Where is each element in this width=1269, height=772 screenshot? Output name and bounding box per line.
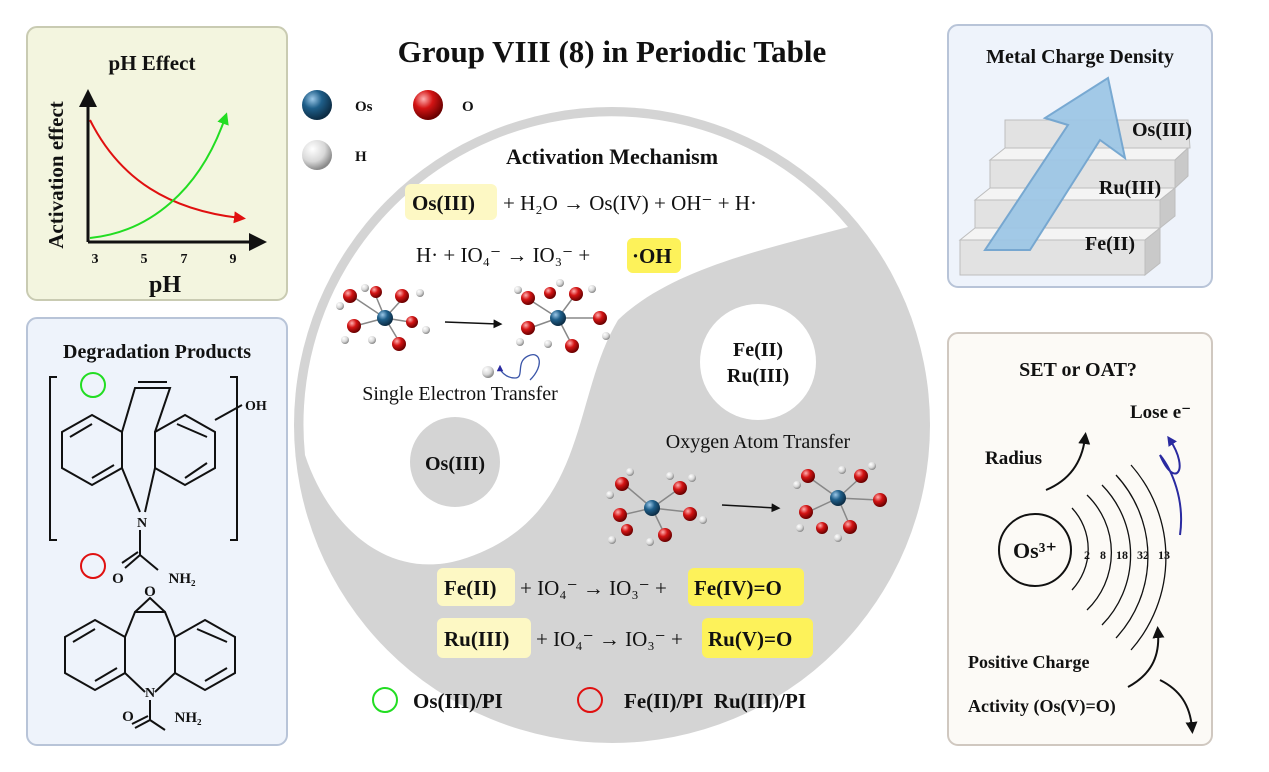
atom-legend: Os O H — [302, 90, 474, 170]
structure-epoxide — [64, 596, 236, 731]
electron-loss-icon — [1159, 435, 1182, 536]
molecule-set-left — [336, 284, 430, 351]
green-marker-icon — [80, 372, 106, 398]
equation-4: Ru(III) + IO₄⁻ → IO₃⁻ + Ru(V)=O — [437, 618, 813, 658]
mechanism-heading: Activation Mechanism — [506, 144, 718, 169]
equation-3: Fe(II) + IO₄⁻ → IO₃⁻ + Fe(IV)=O — [437, 568, 804, 606]
radius-label: Radius — [985, 448, 1042, 469]
shell-2: 8 — [1100, 548, 1106, 562]
molecule-set-right — [482, 279, 610, 381]
eq4-text: + IO₄⁻ → IO₃⁻ + — [536, 627, 683, 651]
oh-label: OH — [245, 399, 267, 414]
ru-dot-label: Ru(III) — [727, 365, 789, 387]
epoxide-o-label: O — [144, 584, 156, 600]
eq4-highlight-product: Ru(V)=O — [708, 627, 792, 651]
ph-panel-title: pH Effect — [109, 51, 196, 75]
step-ru: Ru(III) — [1099, 177, 1161, 199]
ion-circle — [998, 513, 1072, 587]
tick-9: 9 — [230, 252, 237, 267]
tick-5: 5 — [141, 252, 148, 267]
h-legend-label: H — [355, 149, 367, 165]
set-or-oat-panel: SET or OAT? Lose e⁻ Radius Os³⁺ 2 8 18 3… — [947, 332, 1213, 746]
lose-electron-label: Lose e⁻ — [1130, 402, 1191, 423]
green-curve — [89, 112, 229, 239]
shell-3: 18 — [1116, 548, 1128, 562]
o-label: O — [112, 571, 124, 587]
tick-3: 3 — [92, 252, 99, 267]
activity-down-arrow-icon — [1159, 679, 1198, 734]
molecule-oat-left — [606, 468, 707, 546]
radius-up-arrow-icon — [1045, 432, 1091, 491]
o-legend-label: O — [462, 99, 474, 115]
nh2-label-2: NH₂ — [175, 710, 203, 726]
os-legend-label: Os — [355, 99, 373, 115]
n-label-2: N — [145, 686, 155, 701]
os-dot-label: Os(III) — [425, 453, 485, 475]
fe-ru-dot — [700, 304, 816, 420]
degradation-title: Degradation Products — [63, 341, 251, 363]
activity-label: Activity (Os(V)=O) — [968, 696, 1116, 717]
metal-charge-density-panel: Metal Charge Density Os(III) Ru(III) Fe(… — [947, 24, 1213, 288]
red-legend-icon — [577, 687, 603, 713]
eq3-text: + IO₄⁻ → IO₃⁻ + — [520, 576, 667, 600]
eq2-text: H· + IO₄⁻ → IO₃⁻ + — [416, 243, 590, 267]
step-fe: Fe(II) — [1085, 233, 1135, 255]
eq1-text: + H₂O → Os(IV) + OH⁻ + H· — [503, 191, 757, 215]
structure-hydroxylated — [49, 376, 243, 571]
set-label: Single Electron Transfer — [362, 383, 558, 405]
legend-fe-ru: Fe(II)/PI Ru(III)/PI — [624, 689, 806, 713]
set-arrow — [444, 319, 503, 329]
degradation-products-panel: Degradation Products OH N O NH₂ O N O NH… — [26, 317, 288, 746]
os-dot — [410, 417, 500, 507]
red-curve — [89, 119, 246, 224]
molecule-oat-right — [793, 462, 887, 542]
increase-arrow-icon — [983, 76, 1127, 251]
electron-shells-icon — [1071, 464, 1167, 651]
nh2-label: NH₂ — [169, 571, 197, 587]
os-atom-icon — [302, 90, 332, 120]
step-os: Os(III) — [1132, 119, 1192, 141]
positive-charge-label: Positive Charge — [968, 652, 1089, 672]
electron-path-icon — [496, 354, 540, 381]
shell-1: 2 — [1084, 548, 1090, 562]
page-title: Group VIII (8) in Periodic Table — [398, 34, 827, 69]
eq4-highlight-reactant: Ru(III) — [444, 627, 509, 651]
fe-dot-label: Fe(II) — [733, 339, 783, 361]
set-oat-title: SET or OAT? — [1019, 359, 1137, 381]
equation-1: Os(III) + H₂O → Os(IV) + OH⁻ + H· — [405, 184, 757, 220]
red-marker-icon — [80, 553, 106, 579]
green-legend-icon — [372, 687, 398, 713]
shell-5: 13 — [1158, 548, 1170, 562]
oat-arrow — [721, 503, 781, 513]
eq3-highlight-product: Fe(IV)=O — [694, 576, 782, 600]
released-h-atom — [482, 366, 494, 378]
ion-label: Os³⁺ — [1013, 538, 1057, 563]
shell-counts: 2 8 18 32 13 — [1084, 548, 1170, 562]
o-atom-icon — [413, 90, 443, 120]
x-axis-label: pH — [149, 272, 181, 298]
tick-7: 7 — [181, 252, 188, 267]
ph-effect-panel: pH Effect Activation effect 3 5 7 9 pH — [26, 26, 288, 301]
eq2-highlight: ·OH — [632, 244, 672, 268]
y-axis-label: Activation effect — [44, 101, 68, 249]
equation-2: H· + IO₄⁻ → IO₃⁻ + ·OH — [416, 238, 681, 273]
charge-panel-title: Metal Charge Density — [986, 46, 1174, 68]
product-legend: Os(III)/PI Fe(II)/PI Ru(III)/PI — [372, 687, 806, 713]
legend-os: Os(III)/PI — [413, 689, 503, 713]
oat-label: Oxygen Atom Transfer — [666, 431, 851, 453]
h-atom-icon — [302, 140, 332, 170]
o-label-2: O — [122, 709, 134, 725]
eq3-highlight-reactant: Fe(II) — [444, 576, 496, 600]
n-label: N — [137, 516, 147, 531]
shell-4: 32 — [1137, 548, 1149, 562]
eq1-highlight: Os(III) — [412, 191, 475, 215]
charge-up-arrow-icon — [1127, 626, 1165, 688]
